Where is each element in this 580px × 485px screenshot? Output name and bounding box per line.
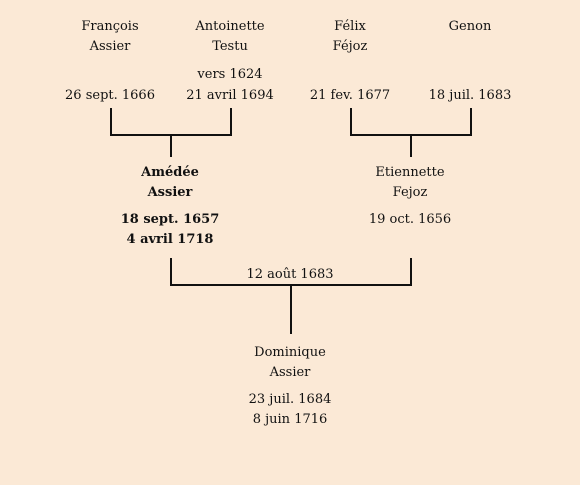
birth-date-francois: 26 sept. 1666 <box>65 88 155 103</box>
person-dates: 18 sept. 1657 4 avril 1718 <box>100 210 240 250</box>
person-first-name: Amédée <box>141 165 199 180</box>
death-date: 8 juin 1716 <box>252 412 328 427</box>
birth-prefix-antoinette: vers 1624 <box>197 67 263 82</box>
person-felix-fejoz[interactable]: Félix Féjoz <box>280 17 420 57</box>
birth-date-felix: 21 fev. 1677 <box>309 88 391 103</box>
person-etiennette-fejoz[interactable]: Etiennette Fejoz 19 oct. 1656 <box>340 163 480 230</box>
birth-date: 23 juil. 1684 <box>248 392 332 407</box>
person-francois-assier[interactable]: François Assier <box>40 17 180 57</box>
person-first-name: Dominique <box>254 345 326 360</box>
person-dominique-assier[interactable]: Dominique Assier 23 juil. 1684 8 juin 17… <box>220 343 360 430</box>
person-last-name: Assier <box>269 365 311 380</box>
person-first-name: Genon <box>448 19 492 34</box>
person-first-name: Félix <box>334 19 366 34</box>
person-first-name: François <box>81 19 139 34</box>
birth-date-genon: 18 juil. 1683 <box>428 88 512 103</box>
person-last-name: Testu <box>212 39 248 54</box>
person-genon[interactable]: Genon <box>400 17 540 37</box>
person-first-name: Antoinette <box>195 19 265 34</box>
person-dates: 23 juil. 1684 8 juin 1716 <box>220 390 360 430</box>
person-dates: 19 oct. 1656 <box>340 210 480 230</box>
marriage-date: 12 août 1683 <box>246 267 334 282</box>
person-antoinette-testu[interactable]: Antoinette Testu <box>160 17 300 57</box>
person-last-name: Assier <box>147 185 193 200</box>
person-first-name: Etiennette <box>375 165 445 180</box>
person-last-name: Féjoz <box>332 39 368 54</box>
death-date: 4 avril 1718 <box>126 232 214 247</box>
birth-date: 18 sept. 1657 <box>120 212 220 227</box>
birth-date-antoinette: 21 avril 1694 <box>186 88 274 103</box>
person-last-name: Assier <box>89 39 131 54</box>
birth-date: 19 oct. 1656 <box>368 212 452 227</box>
person-last-name: Fejoz <box>392 185 428 200</box>
person-amedee-assier[interactable]: Amédée Assier 18 sept. 1657 4 avril 1718 <box>100 163 240 250</box>
